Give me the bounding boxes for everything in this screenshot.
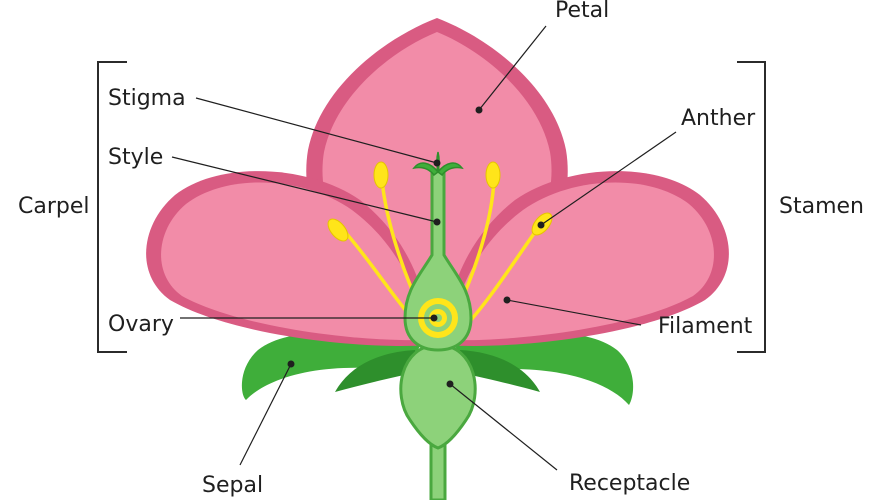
- label-sepal: Sepal: [202, 473, 263, 498]
- receptacle-shape: [399, 343, 477, 450]
- petal-right-inner: [450, 182, 714, 341]
- label-stigma: Stigma: [108, 86, 186, 111]
- sepal-left-inner: [335, 350, 418, 392]
- petals: [146, 18, 729, 346]
- anther-2: [373, 161, 389, 189]
- pistil: [399, 151, 477, 500]
- label-carpel: Carpel: [18, 194, 90, 219]
- label-stamen: Stamen: [779, 194, 864, 219]
- leader-anther: [540, 131, 677, 226]
- label-ovary: Ovary: [108, 312, 174, 337]
- sepal-right: [455, 332, 634, 405]
- petal-left-inner: [161, 182, 425, 341]
- labels: Petal Stigma Style Anther Carpel Stamen …: [18, 0, 864, 498]
- dot-style: [433, 218, 441, 226]
- stamen-bracket: [737, 61, 766, 353]
- dot-receptacle: [446, 380, 454, 388]
- anther-1: [327, 218, 349, 242]
- dot-anther: [537, 221, 545, 229]
- anther-3: [485, 161, 501, 189]
- sepal-left: [241, 332, 420, 400]
- sepals: [241, 332, 634, 405]
- leader-style: [171, 156, 438, 223]
- leader-sepal: [239, 363, 292, 466]
- leader-petal: [478, 25, 547, 111]
- dot-petal: [475, 106, 483, 114]
- leader-receptacle: [449, 383, 558, 471]
- dot-stigma: [433, 159, 441, 167]
- label-petal: Petal: [555, 0, 609, 23]
- label-receptacle: Receptacle: [569, 471, 690, 496]
- dot-ovary: [430, 314, 438, 322]
- label-anther: Anther: [681, 106, 756, 131]
- ovary-style-shape: [403, 168, 473, 352]
- leader-stigma: [195, 97, 438, 164]
- dot-filament: [503, 296, 511, 304]
- sepal-right-inner: [457, 350, 540, 392]
- dot-sepal: [287, 360, 295, 368]
- leader-filament: [506, 299, 642, 326]
- label-style: Style: [108, 145, 163, 170]
- leader-lines: [171, 25, 677, 471]
- carpel-bracket: [97, 61, 127, 353]
- label-filament: Filament: [658, 314, 753, 339]
